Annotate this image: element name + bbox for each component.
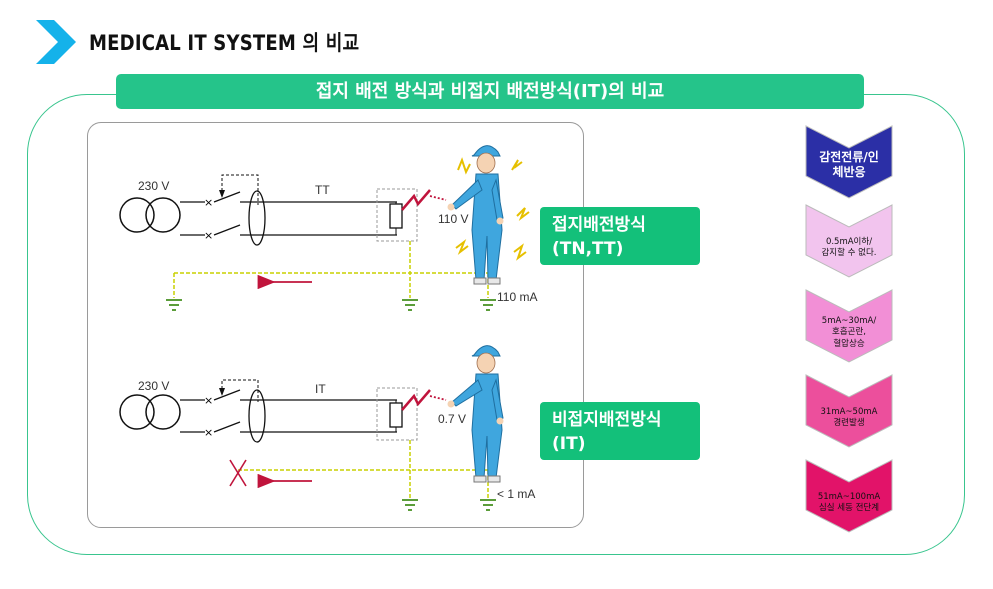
chevron-label-line: 51mA~100mA — [817, 491, 881, 502]
it-voltage-label: 230 V — [138, 379, 169, 393]
chevron-shape — [805, 289, 893, 363]
tt-touch-voltage: 110 V — [438, 212, 468, 226]
chevron-label: 5mA~30mA/호흡곤란,혈압상승 — [806, 316, 892, 351]
ground-icon — [480, 299, 496, 311]
grounded-system-label: 접지배전방식 (TN,TT) — [540, 207, 700, 265]
transformer-coil-icon — [119, 197, 155, 233]
grounded-system-label-line: (TN,TT) — [552, 239, 624, 259]
chevron-right-icon — [36, 20, 76, 64]
chevron-stack — [805, 125, 893, 533]
svg-text:×: × — [204, 229, 213, 242]
tt-system-label: TT — [315, 183, 330, 197]
ungrounded-system-label-line: (IT) — [552, 434, 586, 454]
tt-current: 110 mA — [497, 290, 537, 304]
chevron-label: 0.5mA이하/감지할 수 없다. — [806, 237, 892, 260]
chevron-shape — [805, 125, 893, 199]
chevron-label-line: 경련발생 — [833, 418, 865, 428]
it-touch-voltage: 0.7 V — [438, 412, 466, 426]
it-system-label: IT — [315, 382, 326, 396]
chevron-label-line: 31mA~50mA — [820, 406, 878, 417]
chevron-label-line: 심실 세동 전단계 — [818, 503, 880, 513]
ground-icon — [402, 299, 418, 311]
ungrounded-system-label-line: 비접지배전방식 — [552, 410, 662, 430]
tt-circuit: × × — [119, 174, 496, 311]
chevron-label-line: 감전전류/인 — [819, 150, 879, 164]
ground-icon — [402, 499, 418, 511]
chevron-label-line: 0.5mA이하/ — [825, 236, 873, 247]
chevron-shape — [805, 374, 893, 448]
ground-icon — [166, 299, 182, 311]
tt-voltage-label: 230 V — [138, 179, 169, 193]
page-title: MEDICAL IT SYSTEM 의 비교 — [89, 31, 360, 55]
worker-shocked-icon — [447, 145, 530, 285]
svg-text:×: × — [204, 196, 213, 209]
chevron-shape — [805, 459, 893, 533]
grounded-system-label-line: 접지배전방식 — [552, 215, 646, 235]
chevron-label-line: 체반응 — [832, 165, 866, 179]
chevron-label-line: 감지할 수 없다. — [821, 248, 877, 258]
it-current: < 1 mA — [497, 487, 535, 501]
transformer-coil-icon — [145, 197, 181, 233]
ungrounded-system-label: 비접지배전방식 (IT) — [540, 402, 700, 460]
transformer-coil-icon — [145, 394, 181, 430]
it-circuit: × × — [119, 379, 496, 511]
chevron-shape — [805, 204, 893, 278]
worker-safe-icon — [447, 345, 504, 483]
chevron-label-line: 호흡곤란, — [832, 327, 866, 338]
circuit-diagram-panel — [87, 122, 584, 528]
svg-text:×: × — [204, 394, 213, 407]
comparison-banner: 접지 배전 방식과 비접지 배전방식(IT)의 비교 — [116, 74, 864, 109]
no-ground-x-icon — [229, 459, 247, 487]
svg-text:×: × — [204, 426, 213, 439]
transformer-coil-icon — [119, 394, 155, 430]
chevron-label-line: 혈압상승 — [833, 338, 865, 349]
chevron-label-line: 5mA~30mA/ — [821, 315, 877, 326]
ground-icon — [480, 499, 496, 511]
